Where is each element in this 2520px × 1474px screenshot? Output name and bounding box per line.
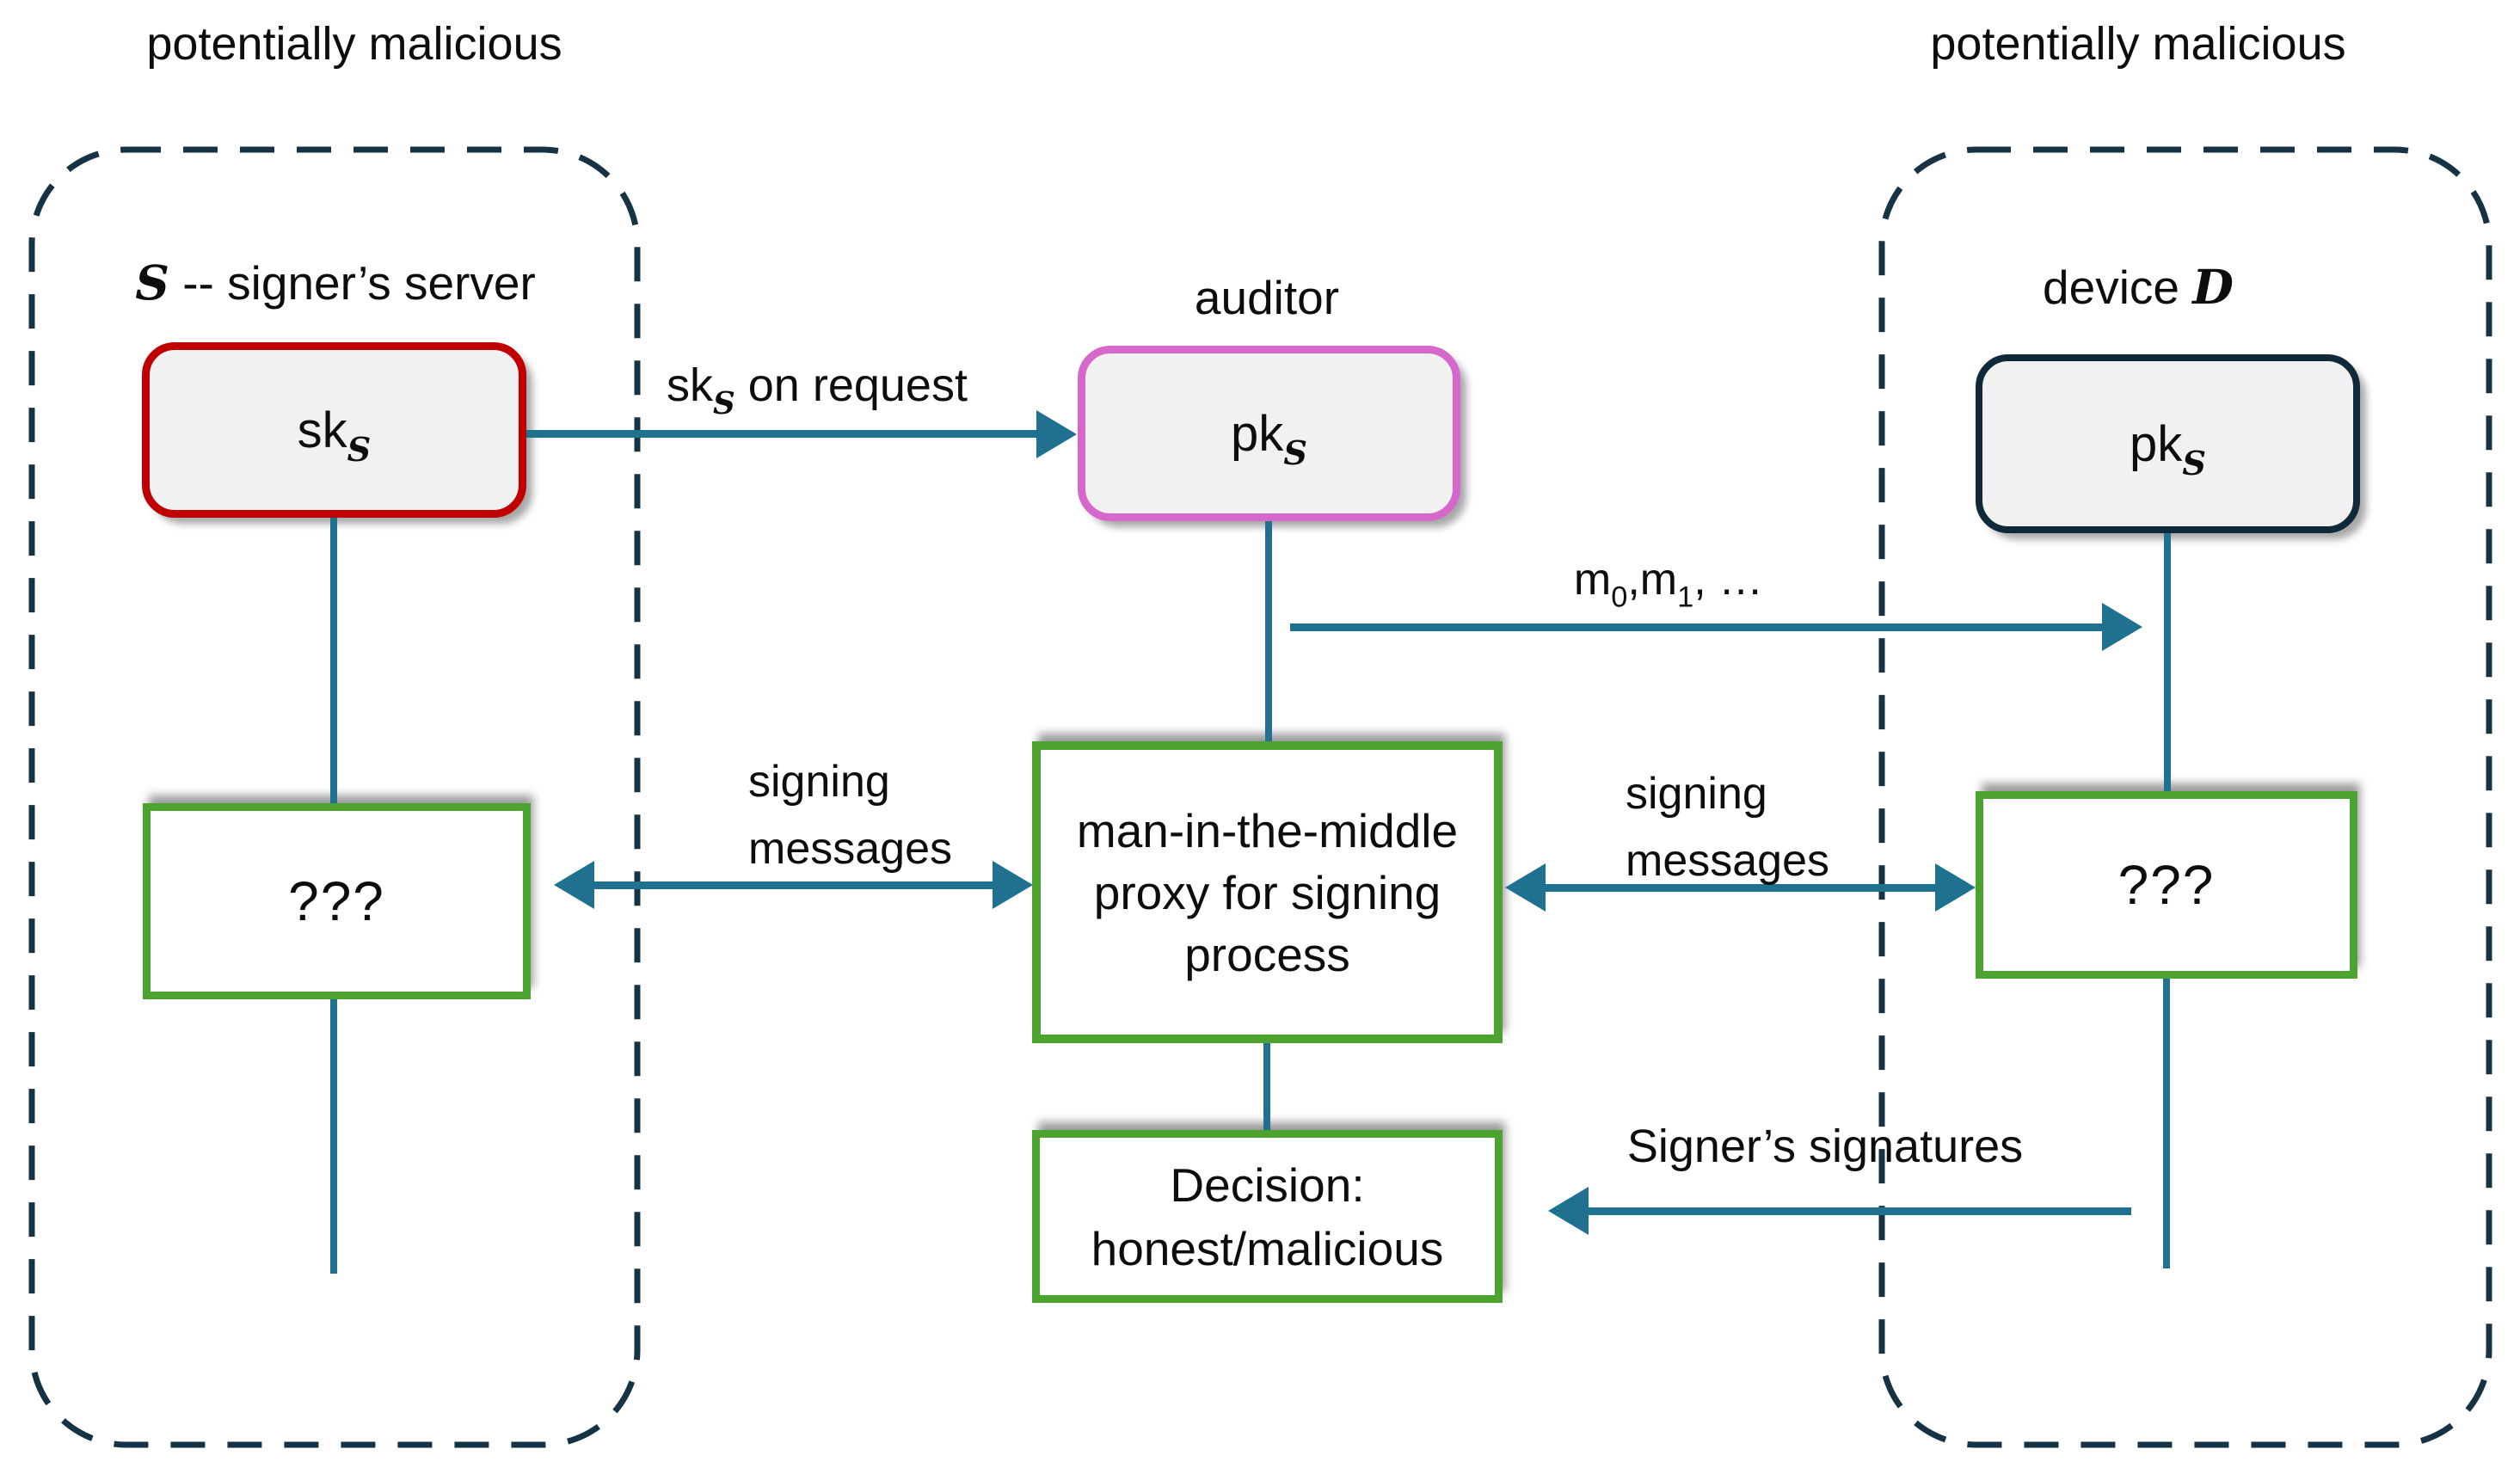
right-badge: potentially malicious	[1930, 18, 2346, 70]
signing-left-arrow-head-left	[554, 861, 594, 909]
decision-box: Decision: honest/malicious	[1032, 1130, 1503, 1303]
decision-line-2: honest/malicious	[1091, 1221, 1444, 1275]
proxy-line-1: man-in-the-middle	[1076, 803, 1459, 857]
signing-left-arrow-head-right	[993, 861, 1033, 909]
sk-request-arrow-shaft	[526, 430, 1038, 438]
connector-unknown-left-down	[330, 999, 337, 1274]
signatures-arrow-shaft	[1588, 1207, 2131, 1215]
script-s: S	[135, 255, 169, 310]
sk-request-label: skS on request	[667, 359, 968, 421]
connector-pkdevice-to-unknown	[2164, 533, 2171, 791]
proxy-line-3: process	[1184, 927, 1350, 981]
signer-server-title-text: -- signer’s server	[169, 256, 536, 310]
pk-auditor-label: pkS	[1231, 405, 1307, 473]
connector-pk-to-proxy	[1265, 521, 1272, 741]
unknown-left-box: ???	[143, 803, 531, 999]
connector-proxy-to-decision	[1263, 1043, 1270, 1130]
unknown-right-box: ???	[1976, 791, 2357, 979]
unknown-left-label: ???	[288, 870, 385, 932]
signing-left-arrow-shaft	[593, 881, 993, 889]
device-title: device D	[1880, 258, 2396, 317]
signing-right-arrow-shaft	[1545, 884, 1935, 892]
signing-right-label: signing messages	[1626, 769, 1829, 886]
signatures-label: Signer’s signatures	[1626, 1121, 2024, 1172]
signer-server-title: S -- signer’s server	[77, 254, 593, 313]
device-title-text: device	[2043, 261, 2193, 314]
left-badge: potentially malicious	[146, 18, 562, 70]
signing-right-arrow-head-left	[1505, 863, 1546, 912]
pk-device-label: pkS	[2130, 415, 2206, 483]
auditor-public-key-box: pkS	[1078, 346, 1460, 521]
device-public-key-box: pkS	[1976, 354, 2360, 533]
messages-arrow-shaft	[1290, 623, 2102, 631]
connector-unknown-right-down	[2163, 979, 2170, 1268]
sk-request-arrow-head	[1036, 410, 1077, 458]
sk-label: skS	[297, 402, 372, 470]
proxy-line-2: proxy for signing	[1093, 865, 1441, 919]
secret-key-box: skS	[142, 342, 526, 518]
messages-arrow-head	[2102, 603, 2142, 651]
messages-label: m0,m1, …	[1573, 555, 1764, 614]
unknown-right-label: ???	[2117, 854, 2216, 916]
connector-sk-to-unknown	[330, 518, 337, 803]
signing-left-label: signing messages	[748, 757, 952, 874]
signing-right-arrow-head-right	[1935, 863, 1976, 912]
mitm-proxy-box: man-in-the-middle proxy for signing proc…	[1032, 741, 1503, 1043]
auditor-title: auditor	[1194, 271, 1340, 324]
signatures-arrow-head	[1548, 1187, 1589, 1235]
decision-line-1: Decision:	[1170, 1158, 1365, 1212]
script-d: D	[2192, 259, 2234, 315]
